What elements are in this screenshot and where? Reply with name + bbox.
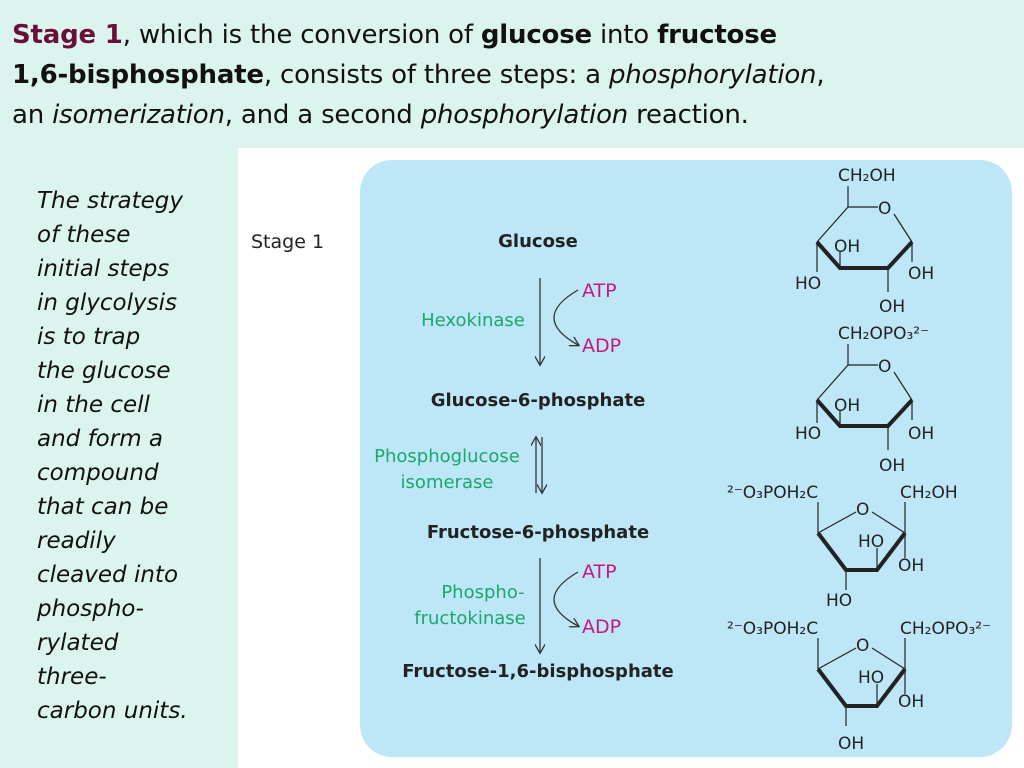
strategy-line: carbon units. xyxy=(37,698,188,724)
ring-oxygen: O xyxy=(856,636,869,656)
header-text: reaction. xyxy=(628,100,749,130)
glucose-ch2oh: CH₂OH xyxy=(838,166,896,186)
cofactor-arrow xyxy=(553,571,578,626)
strategy-text: The strategy of these initial steps in g… xyxy=(37,184,188,728)
glucose-ho: HO xyxy=(795,274,821,294)
f6p-phosphate: ²⁻O₃POH₂C xyxy=(727,483,818,503)
strategy-line: in glycolysis xyxy=(37,290,177,316)
strategy-line: phospho- xyxy=(37,596,144,622)
compound-glucose: Glucose xyxy=(498,231,578,252)
ring-oxygen: O xyxy=(878,357,891,377)
atp-label: ATP xyxy=(582,280,617,302)
strategy-line: is to trap xyxy=(37,324,141,350)
enzyme-hexokinase: Hexokinase xyxy=(421,310,525,331)
enzyme-phosphofructokinase: Phospho- xyxy=(441,582,524,603)
header-text: , consists of three steps: a xyxy=(263,60,609,90)
g6p-structure xyxy=(815,344,914,450)
glucose-structure xyxy=(815,186,914,292)
f16bp-ho: HO xyxy=(858,668,884,688)
adp-label: ADP xyxy=(582,335,621,357)
strategy-line: in the cell xyxy=(37,392,150,418)
strategy-line: of these xyxy=(37,222,131,248)
enzyme-phosphoglucose-isomerase: isomerase xyxy=(401,472,494,493)
f16bp-oh: OH xyxy=(898,692,924,712)
g6p-oh: OH xyxy=(879,456,905,476)
f16bp-phosphate: CH₂OPO₃²⁻ xyxy=(900,619,991,639)
strategy-line: that can be xyxy=(37,494,169,520)
enzyme-phosphofructokinase: fructokinase xyxy=(414,608,525,629)
diagram-stage-label: Stage 1 xyxy=(251,231,324,253)
g6p-oh: OH xyxy=(908,424,934,444)
glucose-oh: OH xyxy=(908,264,934,284)
strategy-line: The strategy xyxy=(37,188,184,214)
strategy-line: and form a xyxy=(37,426,164,452)
f6p-oh: OH xyxy=(898,556,924,576)
enzyme-phosphoglucose-isomerase: Phosphoglucose xyxy=(374,446,520,467)
strategy-line: compound xyxy=(37,460,159,486)
ring-oxygen: O xyxy=(878,199,891,219)
f6p-ho: HO xyxy=(826,591,852,611)
f6p-ch2oh: CH₂OH xyxy=(900,483,958,503)
f6p-structure xyxy=(816,502,907,590)
glucose-oh: OH xyxy=(879,297,905,317)
strategy-line: cleaved into xyxy=(37,562,179,588)
f16bp-oh: OH xyxy=(838,734,864,754)
phosphorylation-term: phosphorylation xyxy=(608,60,817,90)
adp-label: ADP xyxy=(582,616,621,638)
header-line-3: an isomerization, and a second phosphory… xyxy=(12,100,749,130)
fructose-term: fructose xyxy=(657,20,777,50)
phosphorylation-term: phosphorylation xyxy=(420,100,629,130)
g6p-ho: HO xyxy=(795,424,821,444)
compound-glucose-6-phosphate: Glucose-6-phosphate xyxy=(431,390,646,411)
glucose-term: glucose xyxy=(480,20,592,50)
header-text: , and a second xyxy=(224,100,421,130)
cofactor-arrow xyxy=(553,289,578,345)
header-text: , xyxy=(816,60,825,90)
strategy-line: readily xyxy=(37,528,116,554)
strategy-line: initial steps xyxy=(37,256,170,282)
strategy-line: three- xyxy=(37,664,107,690)
compound-fructose-6-phosphate: Fructose-6-phosphate xyxy=(427,522,649,543)
header-text: into xyxy=(591,20,658,50)
header-line-1: Stage 1, which is the conversion of gluc… xyxy=(12,20,777,50)
header-text: , which is the conversion of xyxy=(122,20,481,50)
glucose-oh: OH xyxy=(834,237,860,257)
stage-label: Stage 1 xyxy=(12,20,123,50)
atp-label: ATP xyxy=(582,561,617,583)
strategy-line: rylated xyxy=(37,630,119,656)
bisphosphate-term: 1,6-bisphosphate xyxy=(12,60,264,90)
f16bp-phosphate: ²⁻O₃POH₂C xyxy=(727,619,818,639)
isomerization-term: isomerization xyxy=(52,100,225,130)
diagram-box xyxy=(360,160,1012,757)
f16bp-structure xyxy=(816,638,907,726)
header-text: an xyxy=(12,100,53,130)
compound-fructose-1-6-bisphosphate: Fructose-1,6-bisphosphate xyxy=(402,661,673,682)
g6p-phosphate: CH₂OPO₃²⁻ xyxy=(838,324,929,344)
g6p-oh: OH xyxy=(834,396,860,416)
strategy-line: the glucose xyxy=(37,358,171,384)
header-line-2: 1,6-bisphosphate, consists of three step… xyxy=(12,60,825,90)
ring-oxygen: O xyxy=(856,500,869,520)
f6p-ho: HO xyxy=(858,532,884,552)
